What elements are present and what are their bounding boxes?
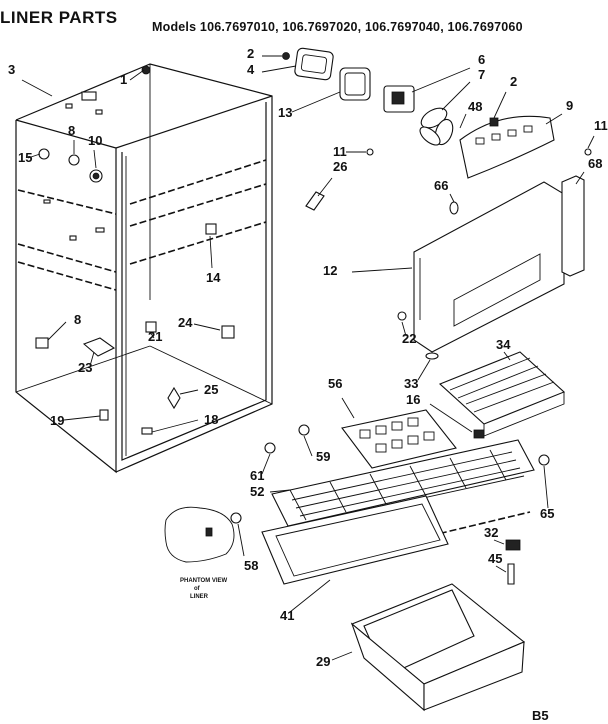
callout-26: 26 bbox=[333, 159, 347, 174]
page-title: LINER PARTS bbox=[0, 8, 118, 27]
callout-61: 61 bbox=[250, 468, 264, 483]
callout-14: 14 bbox=[206, 270, 221, 285]
callout-16: 16 bbox=[406, 392, 420, 407]
callout-23: 23 bbox=[78, 360, 92, 375]
callout-21: 21 bbox=[148, 329, 162, 344]
callout-12: 12 bbox=[323, 263, 337, 278]
model-numbers: Models 106.7697010, 106.7697020, 106.769… bbox=[152, 20, 523, 34]
phantom-label-1: PHANTOM VIEW bbox=[180, 578, 228, 584]
callout-18: 18 bbox=[204, 412, 218, 427]
fan-assembly bbox=[261, 47, 595, 211]
callout-B5: B5 bbox=[532, 708, 549, 723]
callout-34: 34 bbox=[496, 337, 511, 352]
phantom-label-2: of bbox=[194, 586, 201, 592]
wire-shelf-small bbox=[429, 351, 566, 439]
callout-48: 48 bbox=[468, 99, 482, 114]
callout-58: 58 bbox=[244, 558, 258, 573]
liner-cabinet bbox=[15, 63, 273, 474]
callout-10: 10 bbox=[88, 133, 102, 148]
callout-59: 59 bbox=[316, 449, 330, 464]
callout-15: 15 bbox=[18, 150, 32, 165]
wire-shelf-large bbox=[261, 424, 550, 553]
callout-6: 6 bbox=[478, 52, 485, 67]
callout-4: 4 bbox=[247, 62, 255, 77]
callout-29: 29 bbox=[316, 654, 330, 669]
callout-24: 24 bbox=[178, 315, 193, 330]
callout-56: 56 bbox=[328, 376, 342, 391]
callout-22: 22 bbox=[402, 331, 416, 346]
callout-3: 3 bbox=[8, 62, 15, 77]
phantom-label-3: LINER bbox=[190, 594, 209, 600]
glass-shelf bbox=[261, 495, 449, 613]
duct-panel bbox=[351, 171, 585, 381]
callout-65: 65 bbox=[540, 506, 554, 521]
callout-8: 8 bbox=[68, 123, 75, 138]
callout-1: 1 bbox=[120, 72, 127, 87]
callout-32: 32 bbox=[484, 525, 498, 540]
callout-25: 25 bbox=[204, 382, 218, 397]
phantom-view: PHANTOM VIEW of LINER bbox=[164, 506, 245, 600]
callout-19: 19 bbox=[50, 413, 64, 428]
ice-tray bbox=[341, 397, 457, 469]
callout-66: 66 bbox=[434, 178, 448, 193]
callout-2: 2 bbox=[247, 46, 254, 61]
callout-33: 33 bbox=[404, 376, 418, 391]
callout-52: 52 bbox=[250, 484, 264, 499]
callout-7: 7 bbox=[478, 67, 485, 82]
callout-45: 45 bbox=[488, 551, 502, 566]
callout-13: 13 bbox=[278, 105, 292, 120]
adjuster-parts bbox=[493, 539, 521, 585]
callout-9: 9 bbox=[566, 98, 573, 113]
callout-41: 41 bbox=[280, 608, 294, 623]
callout-11: 11 bbox=[594, 118, 608, 133]
callout-2: 2 bbox=[510, 74, 517, 89]
crisper-pan bbox=[331, 583, 526, 712]
callout-68: 68 bbox=[588, 156, 602, 171]
callout-11: 11 bbox=[333, 144, 347, 159]
callout-8: 8 bbox=[74, 312, 81, 327]
